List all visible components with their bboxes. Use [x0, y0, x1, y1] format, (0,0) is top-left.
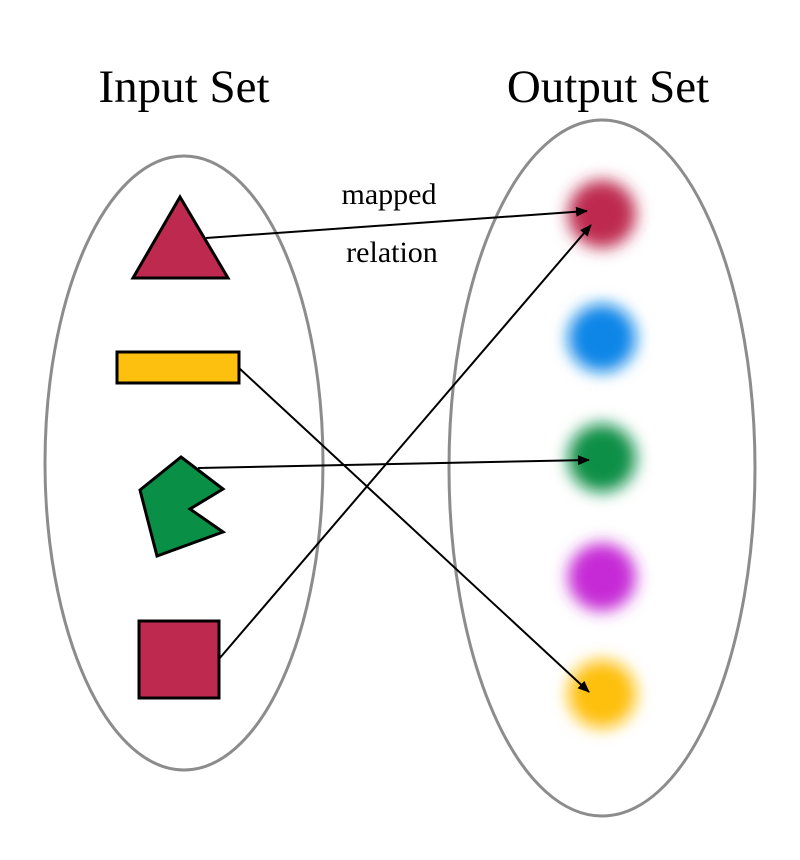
relation-label-line1: mapped	[342, 178, 437, 211]
output-set-ellipse	[447, 118, 757, 818]
input-set-ellipse	[43, 154, 325, 772]
output-dot-crimson	[568, 180, 636, 248]
output-dot-blue	[568, 304, 636, 372]
relation-label-line2: relation	[346, 236, 438, 269]
triangle-icon	[130, 194, 231, 280]
mapping-arrow-square-to-crimson	[218, 224, 592, 660]
mapping-arrow-pacman-to-green	[197, 455, 590, 469]
output-dot-gold	[568, 660, 636, 728]
input-set-title: Input Set	[98, 61, 269, 113]
output-dot-purple	[568, 543, 636, 611]
pacman-icon	[138, 455, 227, 558]
square-icon	[137, 619, 221, 700]
output-set-title: Output Set	[507, 61, 709, 113]
mapping-arrow-bar-to-gold	[238, 367, 590, 693]
bar-icon	[115, 350, 241, 385]
output-dot-green	[568, 424, 636, 492]
mapping-arrow-triangle-to-crimson	[205, 206, 588, 239]
